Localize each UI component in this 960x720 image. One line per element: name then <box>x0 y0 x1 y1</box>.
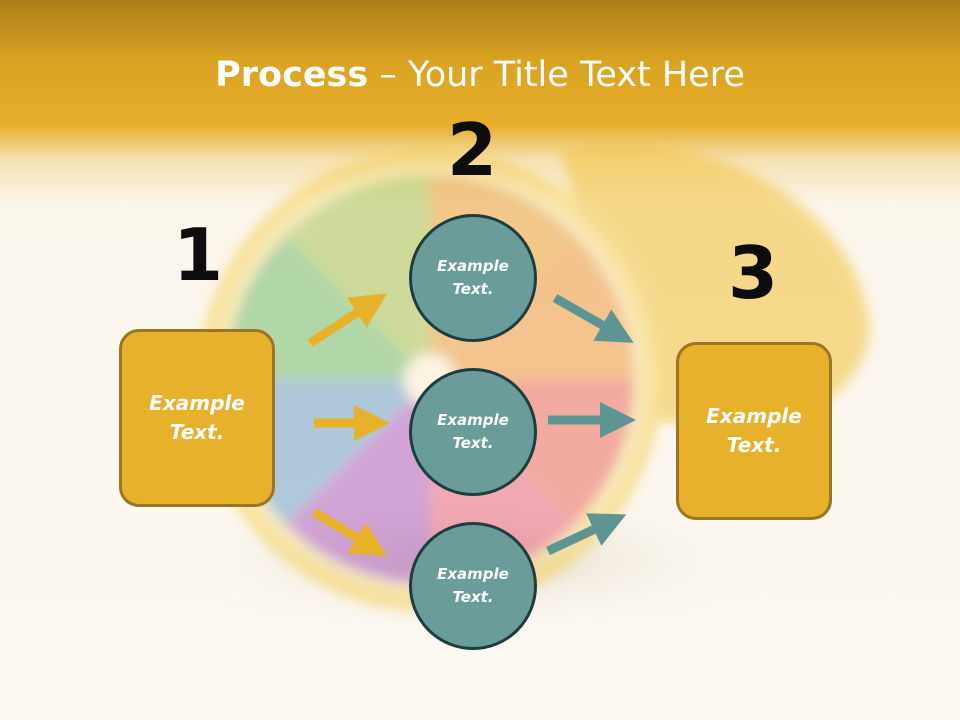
title-rest: – Your Title Text Here <box>368 55 745 95</box>
step-number-1: 1 <box>172 213 224 297</box>
process-circle-bottom[interactable]: Example Text. <box>409 522 537 650</box>
step-number-2: 2 <box>446 108 498 192</box>
step-number-3: 3 <box>727 231 779 315</box>
process-circle-top-label: Example Text. <box>437 257 509 298</box>
process-circle-top[interactable]: Example Text. <box>409 214 537 342</box>
process-circle-middle[interactable]: Example Text. <box>409 368 537 496</box>
title-strong: Process <box>215 55 369 95</box>
process-box-right[interactable]: Example Text. <box>676 342 832 520</box>
slide-title: Process – Your Title Text Here <box>0 52 960 98</box>
process-box-left-label: Example Text. <box>149 391 245 444</box>
process-circle-middle-label: Example Text. <box>437 411 509 452</box>
process-circle-bottom-label: Example Text. <box>437 565 509 606</box>
process-box-left[interactable]: Example Text. <box>119 329 275 507</box>
process-box-right-label: Example Text. <box>706 404 802 457</box>
